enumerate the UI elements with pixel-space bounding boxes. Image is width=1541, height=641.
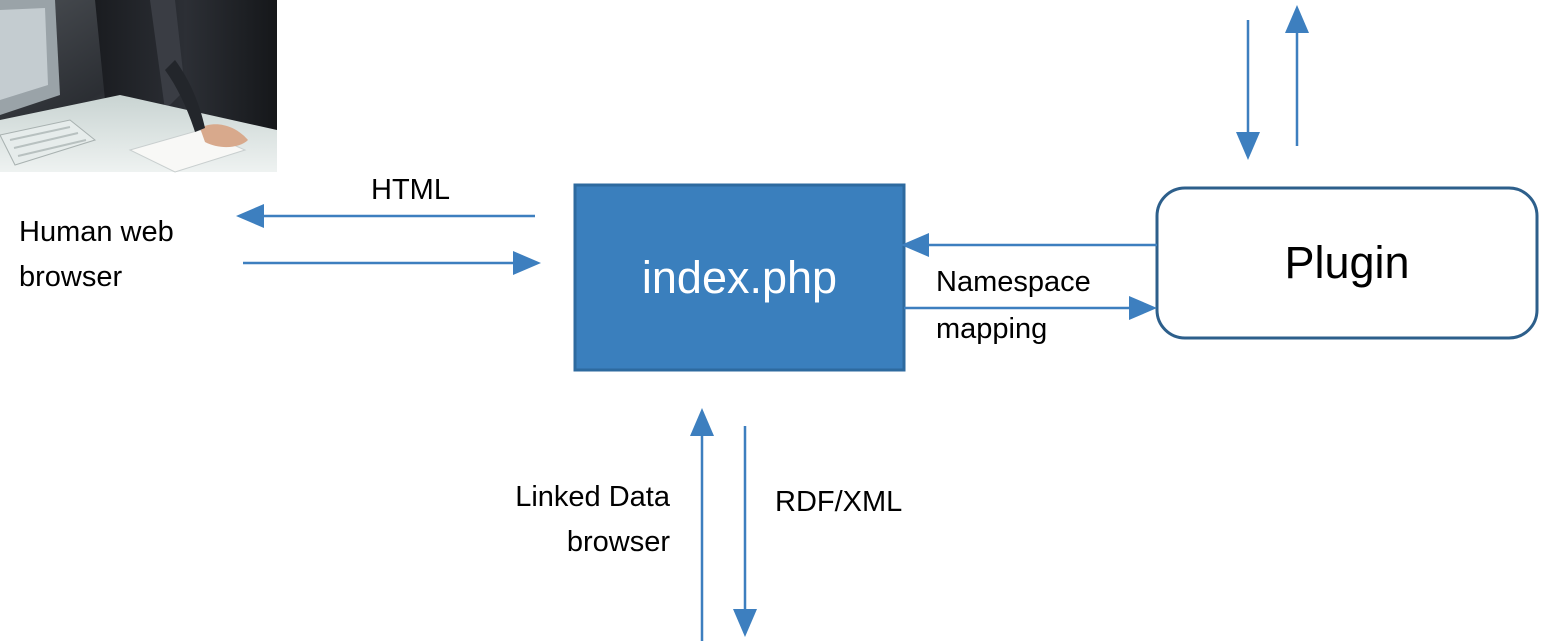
- plugin-label: Plugin: [1284, 237, 1410, 288]
- arrowhead-top-down: [1236, 132, 1260, 160]
- linked-data-label-line1: Linked Data: [515, 481, 670, 513]
- index-php-box: [573, 183, 906, 372]
- arrowhead-browser-to-index: [513, 251, 541, 275]
- index-php-label: index.php: [641, 251, 838, 303]
- arrowhead-top-up: [1285, 5, 1309, 33]
- html-label: HTML: [371, 174, 450, 206]
- arrowhead-linked-to-index: [690, 408, 714, 436]
- arrowhead-rdf-down: [733, 609, 757, 637]
- namespace-label-line2: mapping: [936, 313, 1048, 345]
- linked-data-label-line2: browser: [566, 526, 670, 558]
- arrowhead-plugin-to-index: [901, 233, 929, 257]
- rdf-xml-label: RDF/XML: [775, 486, 903, 518]
- arrowhead-html-to-browser: [236, 204, 264, 228]
- namespace-label-line1: Namespace: [936, 266, 1091, 298]
- human-browser-label-line1: Human web: [19, 216, 174, 248]
- person-at-computer-photo: [0, 0, 277, 173]
- plugin-box: [1155, 186, 1539, 340]
- arrowhead-index-to-plugin: [1129, 296, 1157, 320]
- human-browser-label-line2: browser: [19, 261, 123, 293]
